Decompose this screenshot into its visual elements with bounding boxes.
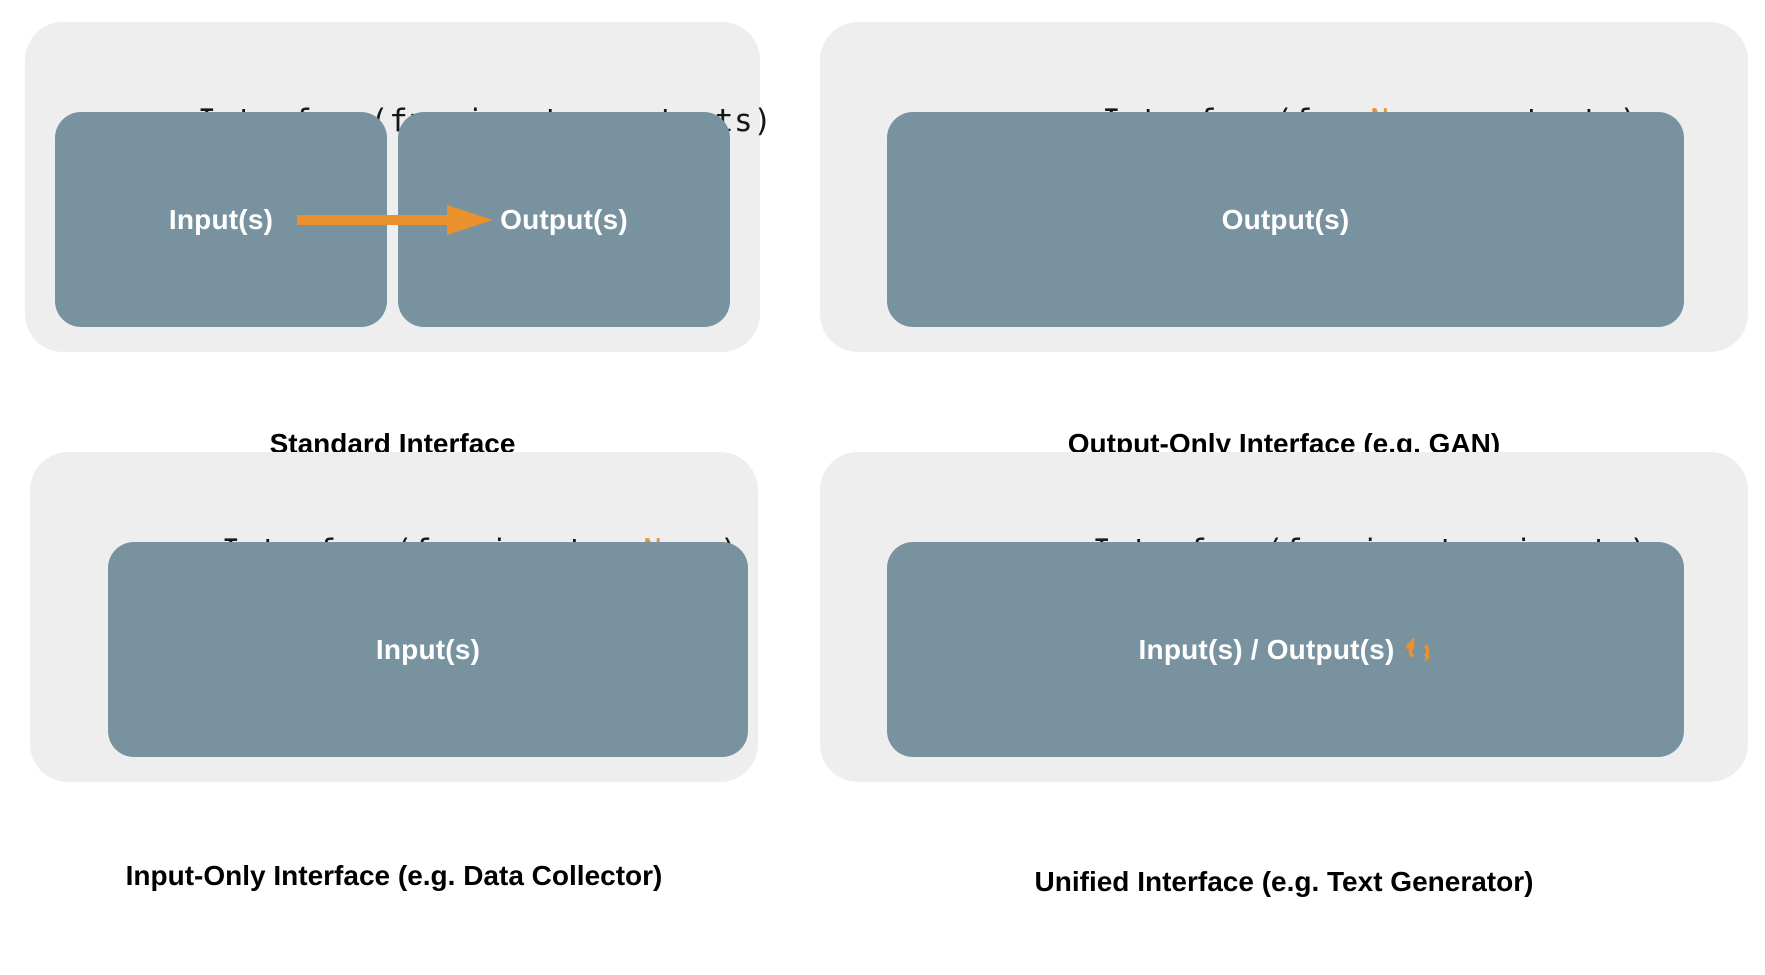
- caption-unified-interface: Unified Interface (e.g. Text Generator): [1034, 866, 1534, 897]
- box-outputs-only: Output(s): [887, 112, 1684, 327]
- box-label: Output(s): [1221, 203, 1350, 235]
- box-label: Output(s): [500, 203, 628, 235]
- box-label: Input(s): [375, 633, 481, 665]
- box-inputs-only: Input(s): [108, 542, 748, 757]
- box-unified-io: Input(s) / Output(s): [887, 542, 1684, 757]
- box-label-wrapper: Input(s) / Output(s): [1139, 634, 1433, 666]
- panel-unified-interface: gr.Interface(fn, inputs, inputs) Input(s…: [820, 452, 1748, 782]
- cycle-icon: [1403, 636, 1432, 664]
- panel-output-only-interface: gr.Interface(fn, None, outputs) Output(s…: [820, 22, 1748, 352]
- box-label: Input(s) / Output(s): [1138, 633, 1395, 665]
- box-inputs-standard: Input(s): [55, 112, 387, 327]
- caption-input-only-interface: Input-Only Interface (e.g. Data Collecto…: [125, 860, 663, 891]
- box-outputs-standard: Output(s): [398, 112, 730, 327]
- panel-input-only-interface: gr.Interface(fn, inputs, None) Input(s): [30, 452, 758, 782]
- box-label: Input(s): [168, 203, 274, 235]
- panel-standard-interface: gr.Interface(fn, inputs, outputs) Input(…: [25, 22, 772, 352]
